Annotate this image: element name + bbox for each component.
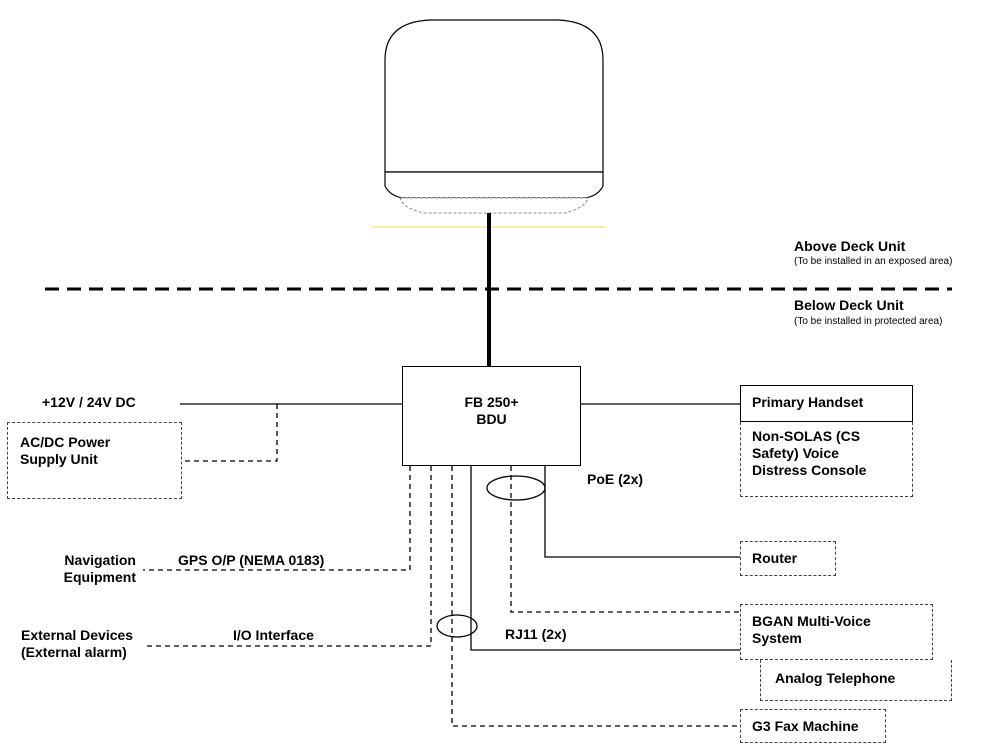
distress-console-label-line2: Safety) Voice bbox=[752, 445, 839, 461]
below-deck-note: (To be installed in protected area) bbox=[794, 316, 943, 327]
distress-console-label-line3: Distress Console bbox=[752, 462, 867, 478]
router-line bbox=[544, 466, 740, 558]
gps-output-label: GPS O/P (NEMA 0183) bbox=[178, 552, 325, 568]
rj11-bundle-ellipse bbox=[436, 614, 478, 638]
fax-box: G3 Fax Machine bbox=[740, 709, 886, 743]
router-box: Router bbox=[740, 541, 836, 576]
gps-line bbox=[143, 466, 411, 571]
bgan-box: BGAN Multi-Voice System bbox=[740, 604, 933, 660]
below-deck-title: Below Deck Unit bbox=[794, 297, 904, 313]
distress-console-label-line1: Non-SOLAS (CS bbox=[752, 428, 861, 444]
antenna-radome bbox=[372, 19, 606, 228]
psu-label-line1: AC/DC Power bbox=[20, 434, 111, 450]
bdu-box: FB 250+ BDU bbox=[402, 366, 581, 466]
rj11-label: RJ11 (2x) bbox=[505, 626, 567, 642]
navigation-label-line1: Navigation bbox=[64, 552, 136, 568]
external-devices-label-line2: (External alarm) bbox=[21, 644, 127, 660]
psu-label-line2: Supply Unit bbox=[20, 451, 98, 467]
fax-label: G3 Fax Machine bbox=[752, 718, 859, 734]
above-deck-note: (To be installed in an exposed area) bbox=[794, 256, 953, 267]
poe-bundle-ellipse bbox=[486, 475, 546, 501]
external-devices-label-line1: External Devices bbox=[21, 627, 134, 643]
bdu-label-line1: FB 250+ bbox=[464, 394, 519, 410]
io-interface-label: I/O Interface bbox=[233, 627, 314, 643]
bdu-label-line2: BDU bbox=[476, 411, 507, 427]
psu-box: AC/DC Power Supply Unit bbox=[7, 422, 182, 499]
router-label: Router bbox=[752, 550, 798, 566]
fax-line bbox=[451, 466, 740, 727]
primary-handset-box: Primary Handset bbox=[740, 385, 913, 422]
bgan-label-line1: BGAN Multi-Voice bbox=[752, 613, 871, 629]
psu-connection-line bbox=[182, 404, 278, 462]
distress-console-box: Non-SOLAS (CS Safety) Voice Distress Con… bbox=[740, 422, 913, 497]
primary-handset-label: Primary Handset bbox=[752, 394, 864, 410]
above-deck-title: Above Deck Unit bbox=[794, 238, 906, 254]
poe-label: PoE (2x) bbox=[587, 471, 644, 487]
analog-telephone-box: Analog Telephone bbox=[760, 660, 952, 701]
dc-power-label: +12V / 24V DC bbox=[42, 394, 136, 410]
analog-telephone-line bbox=[470, 466, 760, 651]
navigation-label-line2: Equipment bbox=[63, 569, 136, 585]
io-interface-line bbox=[143, 466, 432, 647]
analog-telephone-label: Analog Telephone bbox=[775, 670, 896, 686]
bgan-line bbox=[510, 466, 740, 613]
bgan-label-line2: System bbox=[752, 630, 802, 646]
